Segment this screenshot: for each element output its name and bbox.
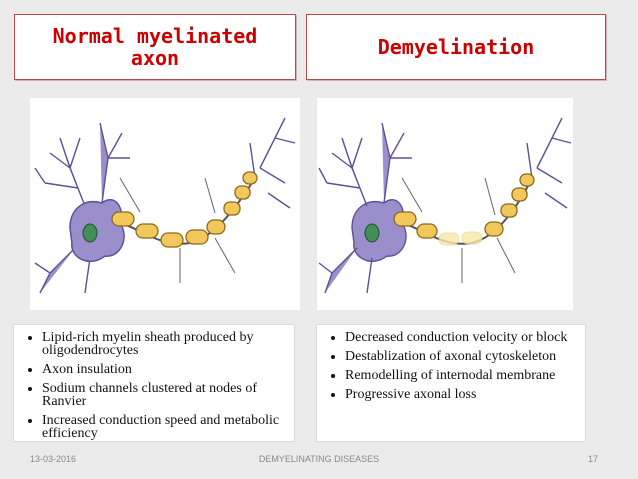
title-normal-myelinated-axon: Normal myelinated axon: [14, 14, 296, 80]
list-item: Destablization of axonal cytoskeleton: [345, 350, 577, 364]
normal-neuron-illustration: [34, 117, 296, 294]
title-left-line2: axon: [130, 46, 180, 70]
footer-title: DEMYELINATING DISEASES: [258, 454, 380, 464]
title-demyelination: Demyelination: [306, 14, 606, 80]
list-item: Increased conduction speed and metabolic…: [42, 414, 286, 441]
title-left-line1: Normal myelinated: [52, 24, 258, 48]
list-item: Decreased conduction velocity or block: [345, 331, 577, 345]
slide-number: 17: [587, 454, 598, 464]
list-item: Axon insulation: [42, 363, 286, 377]
list-item: Lipid-rich myelin sheath produced by oli…: [42, 331, 286, 358]
list-item: Remodelling of internodal membrane: [345, 369, 577, 383]
demyelination-features: Decreased conduction velocity or block D…: [317, 325, 585, 441]
demyelinated-neuron-image: [317, 98, 573, 310]
normal-neuron-image: [30, 98, 300, 310]
normal-axon-feature-list: Lipid-rich myelin sheath produced by oli…: [22, 331, 286, 441]
list-item: Sodium channels clustered at nodes of Ra…: [42, 382, 286, 409]
normal-axon-features: Lipid-rich myelin sheath produced by oli…: [14, 325, 294, 441]
title-right-text: Demyelination: [377, 35, 535, 59]
list-item: Progressive axonal loss: [345, 388, 577, 402]
demyelination-feature-list: Decreased conduction velocity or block D…: [325, 331, 577, 402]
demyelinated-neuron-illustration: [318, 117, 572, 294]
footer-date: 13-03-2016: [30, 454, 77, 464]
